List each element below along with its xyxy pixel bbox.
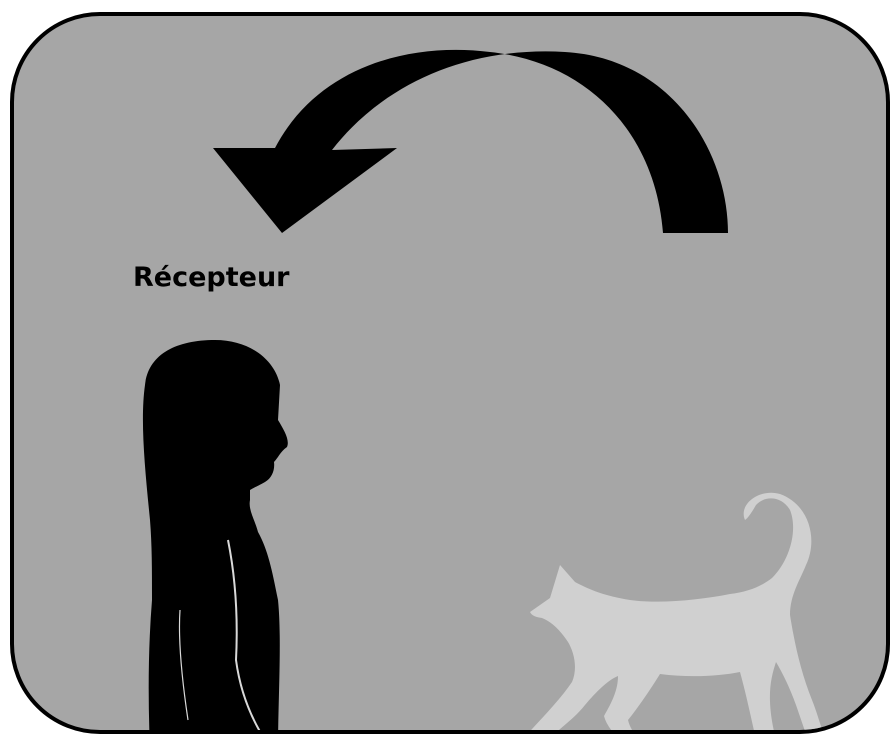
person-silhouette-icon: [142, 340, 288, 730]
cat-silhouette-icon: [522, 492, 826, 730]
curved-arrow-icon: [213, 49, 728, 233]
receiver-label: Récepteur: [133, 262, 290, 293]
